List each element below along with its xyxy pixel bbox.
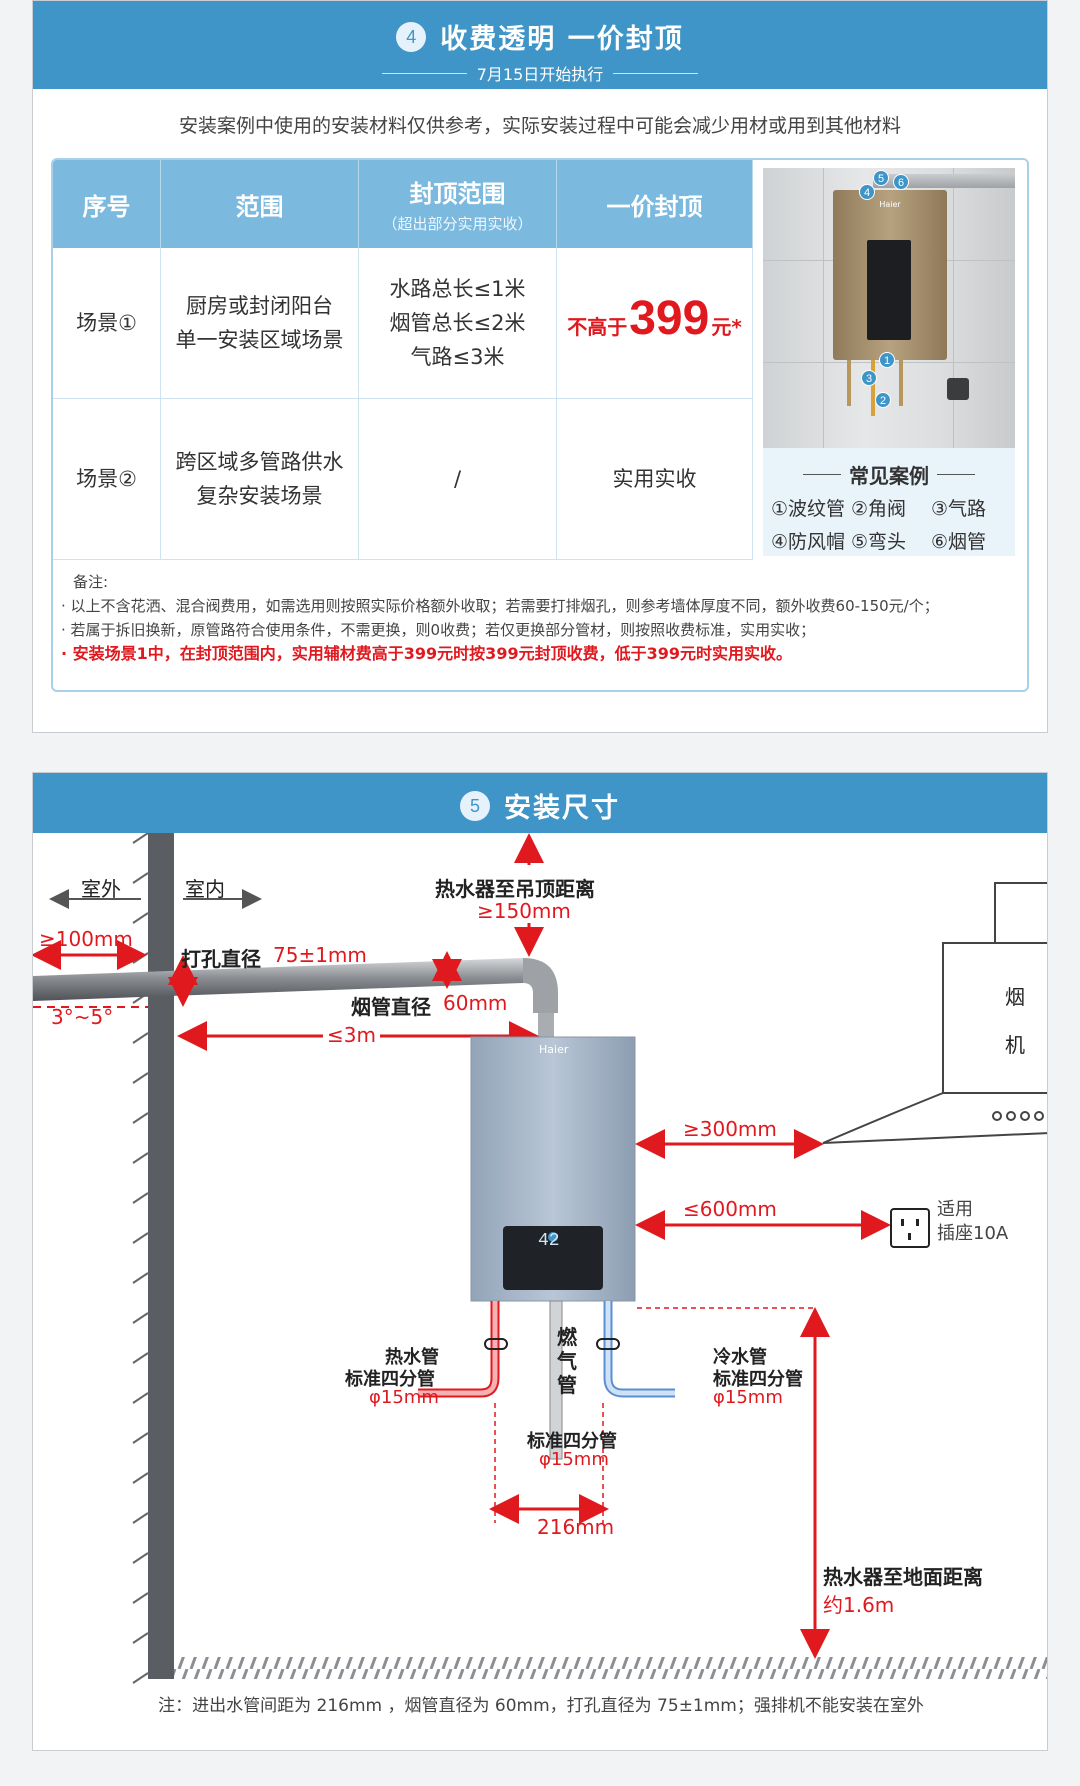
label-hot-pipe: 热水管 [385, 1347, 439, 1368]
badge-5: 5 [873, 170, 889, 186]
install-banner: 5 安装尺寸 [33, 773, 1047, 833]
case-item: ⑤弯头 [851, 531, 907, 553]
table-row-2-scope: 跨区域多管路供水 复杂安装场景 [161, 399, 359, 560]
section-subtitle: 7月15日开始执行 [33, 61, 1047, 85]
socket-icon [947, 378, 969, 400]
gas-pipe [549, 1300, 563, 1460]
install-photo: Haier 5 6 4 1 3 2 [763, 168, 1015, 448]
label-slope: 3°~5° [51, 1005, 114, 1029]
table-row-1-price: 不高于 399 元 * [557, 248, 753, 399]
label-socket-line2: 插座10A [937, 1223, 1009, 1244]
label-cold-dia: φ15mm [713, 1387, 783, 1408]
label-length: ≤3m [323, 1023, 380, 1047]
label-floor: 热水器至地面距离 [823, 1565, 983, 1589]
flue-pipe [33, 958, 523, 1001]
table-row-1-cap: 水路总长≤1米 烟管总长≤2米 气路≤3米 [359, 248, 557, 399]
install-footnote: 注：进出水管间距为 216mm ，烟管直径为 60mm，打孔直径为 75±1mm… [158, 1696, 924, 1716]
note-highlight: · 安装场景1中，在封顶范围内，实用辅材费高于399元时按399元封顶收费，低于… [61, 644, 792, 663]
price-tag: 不高于 399 元 * [567, 292, 742, 345]
label-pipe-spacing: 216mm [537, 1515, 615, 1539]
table-row-2-index: 场景② [53, 399, 161, 560]
section-number: 5 [460, 790, 490, 821]
heater-brand: Haier [539, 1043, 569, 1056]
label-flue-value: 60mm [443, 991, 508, 1015]
case-item: ⑥烟管 [931, 531, 987, 553]
label-ceiling: 热水器至吊顶距离 [435, 877, 595, 901]
section-title: 安装尺寸 [504, 793, 620, 824]
heater-screen [867, 240, 911, 340]
water-heater: Haier [833, 190, 947, 360]
label-ceiling-value: ≥150mm [477, 899, 571, 923]
label-gas-3: 管 [557, 1373, 577, 1397]
label-wall-out: ≥100mm [39, 927, 133, 951]
pricing-banner: 4 收费透明 一价封顶 7月15日开始执行 [33, 1, 1047, 89]
header-index: 序号 [53, 160, 161, 248]
label-socket-line1: 适用 [937, 1199, 973, 1220]
common-cases: Haier 5 6 4 1 3 2 常见案例 ①波纹管 ②角阀 ③气路 [753, 160, 1027, 560]
label-cold-pipe: 冷水管 [713, 1347, 767, 1368]
diagram-drawing [33, 833, 1047, 1684]
label-gas-1: 燃 [557, 1325, 577, 1349]
install-panel: 5 安装尺寸 [32, 772, 1048, 1751]
range-hood [942, 942, 1047, 1094]
note-line: · 若属于拆旧换新，原管路符合使用条件，不需更换，则0收费；若仅更换部分管材，则… [61, 621, 816, 639]
hood-line-2: 机 [1005, 1033, 1025, 1057]
table-row-2-cap: / [359, 399, 557, 560]
section-title: 收费透明 一价封顶 [440, 24, 684, 55]
table-row-2-price: 实用实收 [557, 399, 753, 560]
heater-display-value: 42 [538, 1231, 560, 1251]
label-indoor: 室内 [185, 877, 225, 901]
case-item: ①波纹管 [771, 498, 846, 520]
hood-line-1: 烟 [1005, 985, 1025, 1009]
note-line: · 以上不含花洒、混合阀费用，如需选用则按照实际价格额外收取；若需要打排烟孔，则… [61, 597, 939, 615]
label-flue: 烟管直径 [351, 995, 431, 1019]
label-hood-distance: ≥300mm [683, 1117, 777, 1141]
label-hot-dia: φ15mm [369, 1387, 439, 1408]
case-item: ②角阀 [851, 498, 907, 520]
label-gas-2: 气 [557, 1349, 577, 1373]
wall [148, 833, 174, 1679]
header-cap-scope: 封顶范围 （超出部分实用实收） [359, 160, 557, 248]
header-scope: 范围 [161, 160, 359, 248]
case-item: ③气路 [931, 498, 987, 520]
install-diagram: 室外 室内 热水器至吊顶距离 ≥150mm ≥100mm 打孔直径 75±1mm… [33, 833, 1047, 1750]
header-one-price: 一价封顶 [557, 160, 753, 248]
socket-icon [890, 1208, 930, 1248]
pricing-table: 序号 范围 封顶范围 （超出部分实用实收） 一价封顶 场景① 厨房或封闭阳台 单… [51, 158, 1029, 692]
flue-elbow [523, 958, 558, 1013]
case-list: 常见案例 ①波纹管 ②角阀 ③气路 ④防风帽 ⑤弯头 ⑥烟管 [763, 448, 1015, 556]
heater-display [503, 1226, 603, 1290]
pricing-panel: 4 收费透明 一价封顶 7月15日开始执行 安装案例中使用的安装材料仅供参考，实… [32, 0, 1048, 733]
badge-2: 2 [875, 392, 891, 408]
label-floor-value: 约1.6m [823, 1593, 895, 1617]
label-socket-distance: ≤600mm [683, 1197, 777, 1221]
table-row-1-index: 场景① [53, 248, 161, 399]
label-hot-std: 标准四分管 [345, 1369, 435, 1390]
floor [174, 1657, 1047, 1679]
label-gas-std: 标准四分管 [527, 1431, 617, 1452]
section-number: 4 [396, 21, 427, 52]
price-value: 399 [629, 292, 710, 345]
intro-text: 安装案例中使用的安装材料仅供参考，实际安装过程中可能会减少用材或用到其他材料 [178, 115, 901, 137]
label-hole: 打孔直径 [181, 947, 261, 971]
notes: 备注: · 以上不含花洒、混合阀费用，如需选用则按照实际价格额外收取；若需要打排… [61, 570, 1021, 666]
badge-3: 3 [861, 370, 877, 386]
label-hole-value: 75±1mm [273, 943, 367, 967]
badge-6: 6 [893, 174, 909, 190]
badge-4: 4 [859, 184, 875, 200]
badge-1: 1 [879, 352, 895, 368]
case-item: ④防风帽 [771, 531, 846, 553]
table-row-1-scope: 厨房或封闭阳台 单一安装区域场景 [161, 248, 359, 399]
label-cold-std: 标准四分管 [713, 1369, 803, 1390]
label-outdoor: 室外 [81, 877, 121, 901]
label-gas-dia: φ15mm [539, 1449, 609, 1470]
